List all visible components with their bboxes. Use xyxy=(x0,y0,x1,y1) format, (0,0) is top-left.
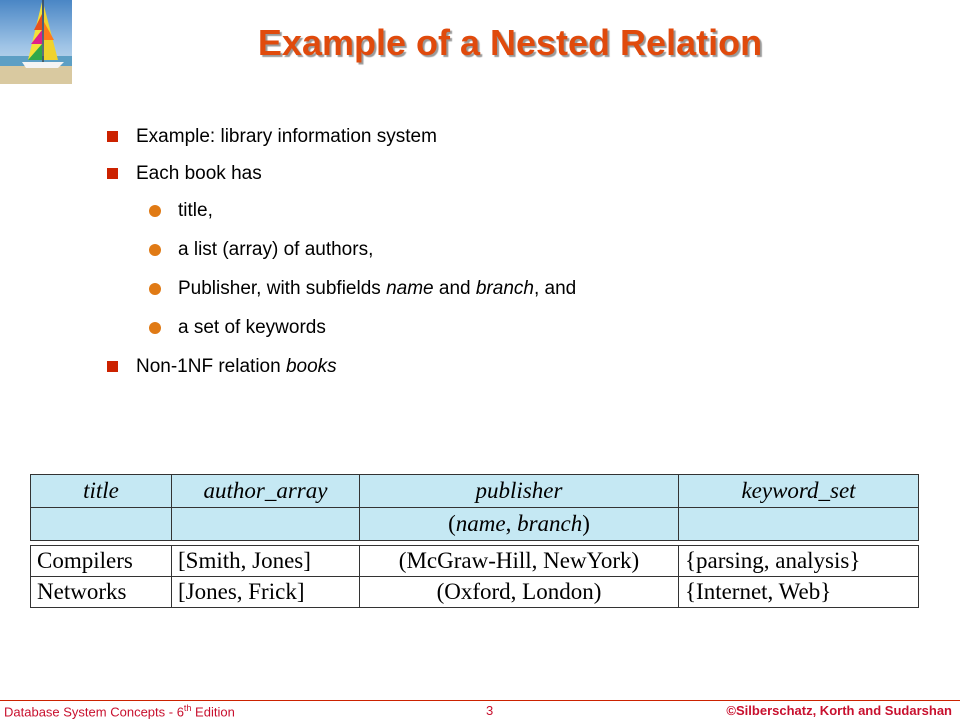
bullet-non-1nf: Non-1NF relation books xyxy=(105,352,925,389)
books-relation-table: title author_array publisher keyword_set… xyxy=(30,474,919,608)
footer-book-title-text: Database System Concepts - 6 xyxy=(4,704,184,720)
sub-bullet-text: a set of keywords xyxy=(178,317,326,338)
sub-bullet-text-end: , and xyxy=(533,278,577,299)
sub-bullet-keywords: a set of keywords xyxy=(105,313,925,352)
slide-title: Example of a Nested Relation xyxy=(257,22,763,63)
sub-bullet-authors: a list (array) of authors, xyxy=(105,235,925,274)
table-row: Compilers [Smith, Jones] (McGraw-Hill, N… xyxy=(30,545,919,577)
footer-book-title-sup: th xyxy=(183,703,192,713)
subheader-empty xyxy=(171,507,360,541)
round-bullet-icon xyxy=(149,205,161,217)
header-publisher: publisher xyxy=(359,474,679,508)
footer-book-title-edition: Edition xyxy=(191,704,235,720)
relation-header: title author_array publisher keyword_set… xyxy=(30,474,919,541)
round-bullet-icon xyxy=(149,244,161,256)
subheader-branch: branch xyxy=(517,511,583,536)
header-row: title author_array publisher keyword_set xyxy=(30,474,919,508)
subheader-comma: , xyxy=(505,511,518,536)
sub-bullet-text: a list (array) of authors, xyxy=(178,239,374,260)
cell-publisher: (Oxford, London) xyxy=(359,576,679,608)
slide-footer: Database System Concepts - 6th Edition 3… xyxy=(0,700,960,721)
cell-publisher: (McGraw-Hill, NewYork) xyxy=(359,545,679,577)
round-bullet-icon xyxy=(149,322,161,334)
bullet-text: Example: library information system xyxy=(136,126,437,147)
footer-page-number: 3 xyxy=(486,703,494,718)
relation-body: Compilers [Smith, Jones] (McGraw-Hill, N… xyxy=(30,545,919,608)
bullet-text-books: books xyxy=(285,356,337,377)
subheader-name: name xyxy=(455,511,506,536)
subheader-empty xyxy=(30,507,172,541)
sub-bullet-publisher: Publisher, with subfields name and branc… xyxy=(105,274,925,313)
cell-author-array: [Smith, Jones] xyxy=(171,545,360,577)
bullet-each-book: Each book has xyxy=(105,159,925,196)
cell-author-array: [Jones, Frick] xyxy=(171,576,360,608)
bullet-text: Non-1NF relation xyxy=(136,356,286,377)
sub-bullet-text-name: name xyxy=(386,278,434,299)
square-bullet-icon xyxy=(107,361,118,372)
bullet-text: Each book has xyxy=(136,163,262,184)
square-bullet-icon xyxy=(107,168,118,179)
sub-bullet-text: title, xyxy=(178,200,213,221)
subheader-empty xyxy=(678,507,919,541)
cell-keyword-set: {Internet, Web} xyxy=(678,576,919,608)
footer-copyright: ©Silberschatz, Korth and Sudarshan xyxy=(726,703,952,718)
sub-bullet-text-and: and xyxy=(433,278,476,299)
cell-title: Networks xyxy=(30,576,172,608)
round-bullet-icon xyxy=(149,283,161,295)
cell-title: Compilers xyxy=(30,545,172,577)
header-author-array: author_array xyxy=(171,474,360,508)
cell-keyword-set: {parsing, analysis} xyxy=(678,545,919,577)
square-bullet-icon xyxy=(107,131,118,142)
bullet-example: Example: library information system xyxy=(105,122,925,159)
sub-bullet-title: title, xyxy=(105,196,925,235)
subheader-row: (name, branch) xyxy=(30,507,919,541)
sailboat-logo-image xyxy=(0,0,72,84)
subheader-publisher: (name, branch) xyxy=(359,507,679,541)
footer-book-title: Database System Concepts - 6th Edition xyxy=(4,703,235,719)
bullet-list: Example: library information system Each… xyxy=(105,122,925,389)
table-row: Networks [Jones, Frick] (Oxford, London)… xyxy=(30,576,919,608)
header-title: title xyxy=(30,474,172,508)
header-keyword-set: keyword_set xyxy=(678,474,919,508)
subheader-close: ) xyxy=(582,511,590,536)
sub-bullet-text-branch: branch xyxy=(475,278,534,299)
sub-bullet-text: Publisher, with subfields xyxy=(178,278,387,299)
subheader-open: ( xyxy=(448,511,456,536)
